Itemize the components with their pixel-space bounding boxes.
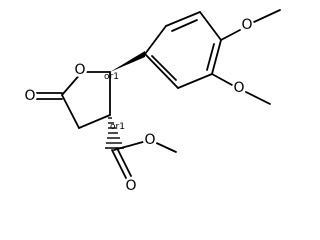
svg-text:O: O [24, 88, 35, 104]
svg-text:O: O [241, 17, 252, 33]
bond-ar4-ar5 [211, 39, 222, 75]
svg-text:O: O [74, 62, 85, 78]
bond-ar1-ar2 [144, 25, 167, 55]
bond-ar4-o-top [220, 29, 241, 41]
bond-ar6-ar1 [144, 53, 179, 89]
bond-c4-c3 [78, 114, 111, 129]
svg-text:O: O [125, 178, 136, 194]
bond-ar2-ar3 [165, 11, 201, 27]
bond-ester-c-o-double-a [111, 149, 127, 179]
bond-ar-inner-2 [206, 43, 215, 71]
molecule-structure: O O O O O O or1 or1 [23, 9, 281, 194]
bond-o-top-methyl [253, 9, 281, 23]
atom-methoxy-oxygen-mid: O [232, 80, 246, 96]
atom-ester-carbonyl-oxygen: O [124, 178, 138, 194]
bond-ar-inner-1 [171, 19, 198, 32]
stereo-label-c3: or1 [110, 122, 125, 132]
bond-ester-c-o-double-b [116, 147, 132, 177]
bond-ar3-ar4 [199, 11, 222, 41]
bond-o-mid-methyl [245, 91, 271, 105]
atom-ring-oxygen: O [73, 62, 87, 78]
stereo-label-c2: or1 [104, 72, 119, 82]
bond-ar5-o-mid [211, 73, 233, 86]
bond-ar5-ar6 [177, 73, 213, 89]
wedge-bond-c2-aryl [110, 51, 145, 72]
atom-methoxy-oxygen-top: O [240, 17, 254, 33]
atom-ester-single-oxygen: O [143, 132, 157, 148]
svg-text:O: O [233, 80, 244, 96]
bond-c5-c4 [61, 94, 80, 129]
svg-text:O: O [144, 132, 155, 148]
atom-carbonyl-oxygen: O [23, 88, 37, 104]
bond-ar-inner-3 [151, 55, 177, 81]
